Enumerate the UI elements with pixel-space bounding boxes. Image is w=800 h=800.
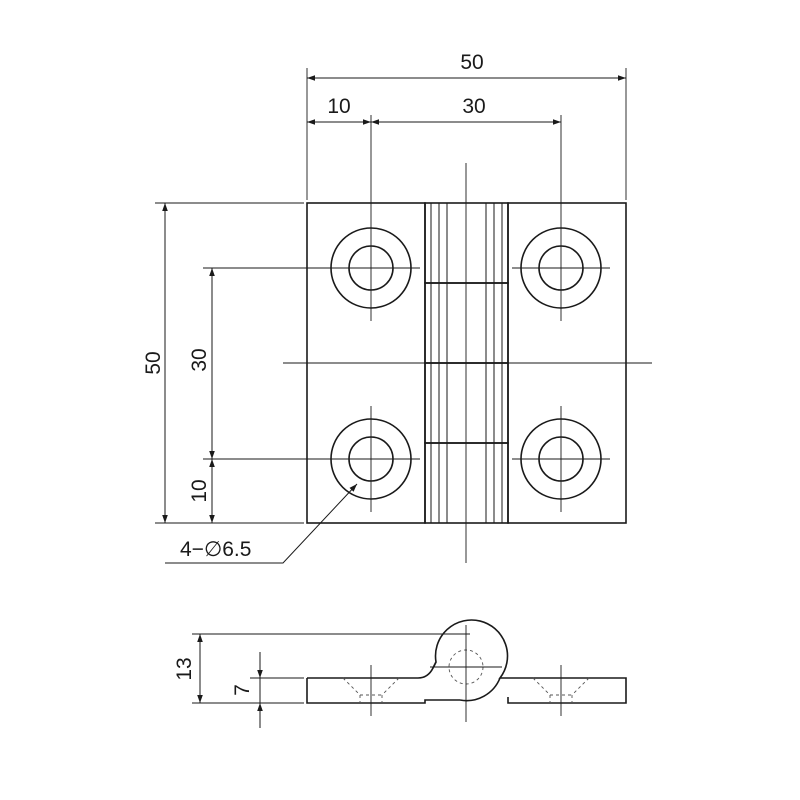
dim-overall-height: 50: [142, 351, 165, 374]
front-view: [283, 163, 652, 563]
side-center-lines: [370, 625, 562, 722]
hidden-countersink-right: [532, 677, 590, 703]
center-lines: [283, 163, 652, 563]
dim-hole-spacing-y: 30: [188, 348, 211, 371]
dimensions-front: 50 10 30 50 30 10 4−∅6.5: [142, 51, 627, 564]
dim-side-thickness: 7: [231, 684, 254, 696]
hole-callout: 4−∅6.5: [180, 538, 251, 561]
side-profile: [306, 619, 627, 704]
dimensions-side: 13 7: [173, 633, 470, 728]
hidden-countersink-left: [342, 677, 400, 703]
dim-left-margin: 10: [327, 95, 350, 118]
side-view: [306, 619, 627, 722]
dim-side-height: 13: [173, 657, 196, 680]
dim-overall-width: 50: [460, 51, 483, 74]
hole-callout-leader: [165, 483, 358, 564]
dim-hole-spacing-x: 30: [462, 95, 485, 118]
dim-bottom-margin: 10: [188, 479, 211, 502]
